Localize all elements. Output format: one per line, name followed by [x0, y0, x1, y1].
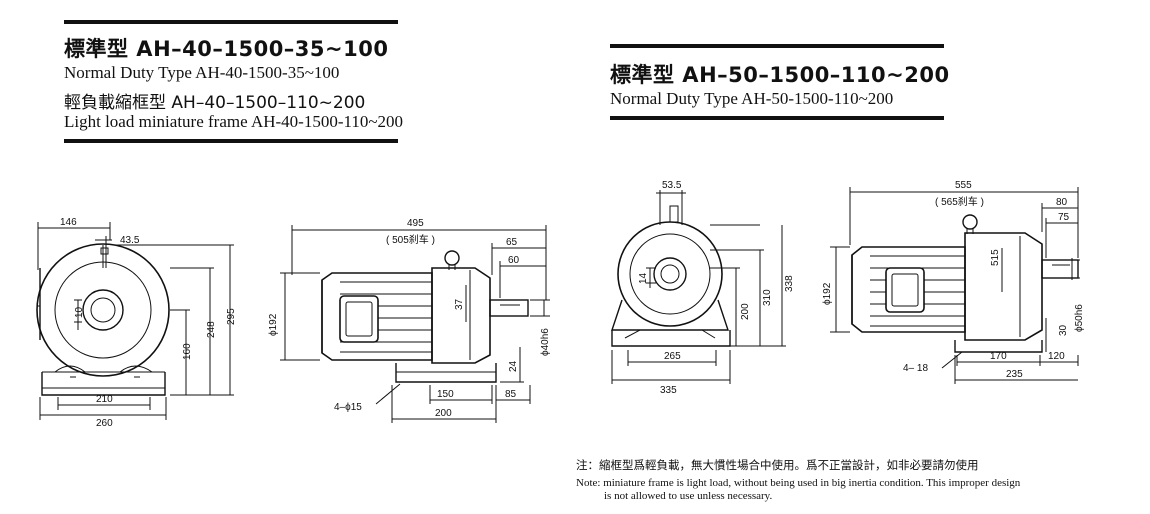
left-side-dim-labels: 495 ( 505刹车 ) 65 60 37 ϕ192 ϕ40h6 24 85 …: [268, 218, 551, 419]
dim-80: 80: [1056, 197, 1068, 208]
left-light-load-cn: 輕負載縮框型 AH–40–1500–110~200: [64, 93, 366, 113]
right-header-bottom-rule: [610, 116, 944, 120]
right-side-view: [830, 187, 1080, 384]
dim-150: 150: [437, 389, 454, 400]
dim-146: 146: [60, 217, 77, 228]
dim-phi50h6: ϕ50h6: [1074, 304, 1085, 332]
dim-170: 170: [990, 351, 1007, 362]
right-title-cn: 標準型 AH–50–1500–110~200: [610, 63, 950, 87]
note-en-line2: is not allowed to use unless necessary.: [604, 490, 773, 502]
right-side-dim-labels: 555 ( 565刹车 ) 80 75 ϕ192 515 30 ϕ50h6 4–…: [822, 180, 1085, 380]
dim-43-5: 43.5: [120, 235, 140, 246]
dim-210: 210: [96, 394, 113, 405]
left-header-top-rule: [64, 20, 398, 24]
note-cn: 注：縮框型爲輕負載，無大慣性場合中使用。爲不正當設計，如非必要請勿使用: [576, 458, 979, 472]
dim-phi192: ϕ192: [822, 282, 833, 305]
left-light-load-en: Light load miniature frame AH-40-1500-11…: [64, 112, 404, 131]
dim-295: 295: [226, 308, 237, 325]
left-title-cn: 標準型 AH–40–1500–35~100: [64, 37, 389, 61]
dim-75: 75: [1058, 212, 1070, 223]
dim-holes-4-phi15: 4–ϕ15: [334, 402, 362, 413]
dim-335: 335: [660, 385, 677, 396]
dim-265: 265: [664, 351, 681, 362]
dim-30: 30: [1058, 324, 1069, 336]
left-normal-duty-en: Normal Duty Type AH-40-1500-35~100: [64, 63, 340, 82]
note-en-line1: Note: miniature frame is light load, wit…: [576, 477, 1021, 489]
dim-53-5: 53.5: [662, 180, 682, 191]
dim-holes-4-18: 4– 18: [903, 363, 928, 374]
left-front-dim-labels: 146 43.5 10 160 248 295 210 260: [60, 217, 237, 429]
right-front-dim-labels: 53.5 14 200 310 338 265 335: [638, 180, 795, 396]
dim-85: 85: [505, 389, 517, 400]
right-normal-duty-en: Normal Duty Type AH-50-1500-110~200: [610, 89, 894, 108]
dim-505-brake: ( 505刹车 ): [386, 233, 435, 246]
dim-200: 200: [740, 303, 751, 320]
dim-60: 60: [508, 255, 520, 266]
dim-65: 65: [506, 237, 518, 248]
dim-260: 260: [96, 418, 113, 429]
dim-200: 200: [435, 408, 452, 419]
dim-515: 515: [990, 249, 1001, 266]
dim-555: 555: [955, 180, 972, 191]
dim-160: 160: [182, 343, 193, 360]
left-front-view: [36, 222, 234, 420]
dim-10: 10: [74, 306, 85, 318]
dim-14: 14: [638, 272, 649, 284]
left-side-view: [280, 225, 550, 423]
dim-338: 338: [784, 275, 795, 292]
dim-248: 248: [206, 321, 217, 338]
dim-235: 235: [1006, 369, 1023, 380]
right-header-top-rule: [610, 44, 944, 48]
dim-24: 24: [508, 360, 519, 372]
dim-495: 495: [407, 218, 424, 229]
dim-565-brake: ( 565刹车 ): [935, 195, 984, 208]
dim-phi40h6: ϕ40h6: [540, 328, 551, 356]
dim-37: 37: [454, 298, 465, 310]
dim-310: 310: [762, 289, 773, 306]
dim-phi192: ϕ192: [268, 313, 279, 336]
right-front-view: [611, 190, 786, 384]
dim-120: 120: [1048, 351, 1065, 362]
left-header-bottom-rule: [64, 139, 398, 143]
